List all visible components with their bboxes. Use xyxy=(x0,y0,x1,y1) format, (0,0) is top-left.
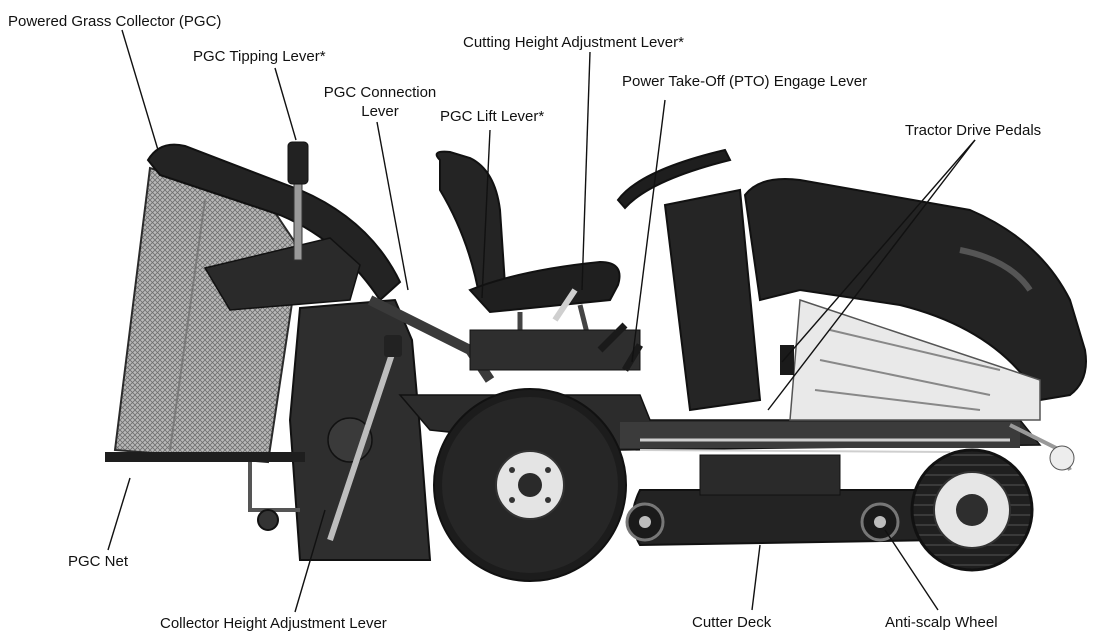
pgc-net-rail xyxy=(105,452,305,462)
label-pgc-connection-lever: PGC Connection Lever xyxy=(310,83,450,121)
seat-back xyxy=(435,150,507,302)
collector-hood xyxy=(146,143,402,302)
leader-lines xyxy=(107,29,976,613)
label-pgc-connection-lever-line1: PGC Connection xyxy=(323,84,437,101)
steering-wheel xyxy=(616,148,732,210)
leader-collector-height-lever xyxy=(294,509,326,613)
leader-powered-grass-collector xyxy=(121,29,159,151)
leader-pgc-tipping-lever xyxy=(274,67,297,141)
leader-cutting-height-lever xyxy=(581,51,591,291)
label-cutter-deck: Cutter Deck xyxy=(692,614,772,631)
front-wheel xyxy=(910,423,1075,572)
drive-pedal xyxy=(780,345,794,375)
leader-pgc-net xyxy=(107,477,131,551)
leader-drive-pedals-2 xyxy=(767,139,976,411)
grass-collector xyxy=(105,141,495,561)
cutter-deck xyxy=(625,454,945,547)
leader-pto-lever xyxy=(631,99,666,363)
steering-column xyxy=(663,188,762,412)
label-powered-grass-collector: Powered Grass Collector (PGC) xyxy=(8,13,222,30)
label-tractor-drive-pedals: Tractor Drive Pedals xyxy=(905,122,1042,139)
label-pgc-lift-lever: PGC Lift Lever* xyxy=(440,108,545,125)
tipping-lever-grip xyxy=(287,141,309,185)
tipping-lever-shaft xyxy=(293,179,303,261)
label-anti-scalp-wheel: Anti-scalp Wheel xyxy=(885,614,998,631)
seat xyxy=(435,150,644,372)
leader-anti-scalp-wheel xyxy=(884,529,939,611)
label-collector-height-adjustment-lever: Collector Height Adjustment Lever xyxy=(160,615,387,632)
label-pto-engage-lever: Power Take-Off (PTO) Engage Lever xyxy=(622,73,868,90)
leader-pgc-connection-lever xyxy=(376,121,409,291)
label-pgc-tipping-lever: PGC Tipping Lever* xyxy=(193,48,326,65)
label-pgc-connection-lever-line2: Lever xyxy=(361,103,399,120)
collector-side-frame xyxy=(203,237,361,311)
label-pgc-net: PGC Net xyxy=(68,553,129,570)
leader-cutter-deck xyxy=(751,544,761,611)
leader-drive-pedals-1 xyxy=(781,139,976,363)
tractor-hood xyxy=(743,178,1087,402)
leader-pgc-lift-lever xyxy=(481,129,491,299)
rear-wheel xyxy=(433,388,627,582)
label-cutting-height-adjustment-lever: Cutting Height Adjustment Lever* xyxy=(463,34,684,51)
steering-and-hood xyxy=(616,148,1087,421)
